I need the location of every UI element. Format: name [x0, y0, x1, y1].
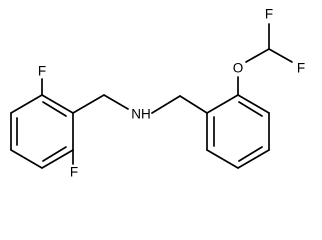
bond: [41, 149, 74, 169]
fluorine-atom-right: F: [297, 61, 305, 76]
fluorine-atom-top-left: F: [38, 64, 46, 79]
bond-o-c: [245, 48, 270, 63]
fluorine-atom-bottom-left: F: [70, 165, 78, 180]
bond: [10, 94, 43, 114]
fluorine-atom-top-right: F: [265, 7, 273, 22]
molecule-structure: F F NH O F F: [10, 7, 305, 180]
double-bond-inner: [238, 146, 263, 162]
double-bond-inner: [42, 146, 67, 162]
difluorophenyl-ring: [10, 94, 74, 169]
bond: [10, 149, 43, 169]
amine-nh-label: NH: [131, 107, 151, 122]
bond: [41, 94, 74, 114]
double-bond-inner: [238, 101, 263, 117]
oxygen-atom: O: [233, 61, 244, 76]
bond: [206, 94, 239, 114]
bond: [179, 95, 208, 114]
bond: [151, 95, 181, 114]
bond: [237, 149, 270, 169]
bond: [103, 94, 129, 110]
bond: [72, 94, 105, 114]
difluoromethoxyphenyl-ring: [206, 94, 270, 169]
bond-c-f: [268, 48, 293, 63]
bond: [206, 149, 239, 169]
double-bond-inner: [42, 101, 67, 117]
bond: [237, 94, 270, 114]
